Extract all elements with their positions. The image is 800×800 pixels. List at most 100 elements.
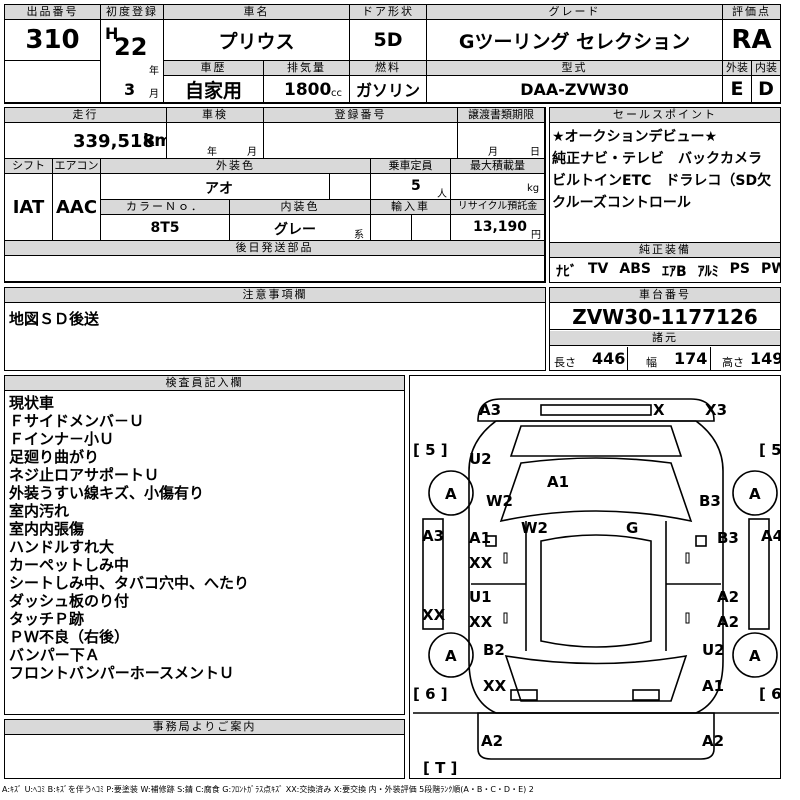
displacement-label: 排気量 — [264, 61, 350, 76]
genuine-items: ﾅﾋﾞ TV ABS ｴｱB ｱﾙﾐ PS PW — [556, 261, 780, 281]
inspector-line: 外装うすい線キズ、小傷有り — [9, 484, 205, 502]
mark-u2-right: U2 — [702, 641, 725, 659]
mark-bracket-t: [ T ] — [423, 759, 457, 777]
notes-label: 注意事項欄 — [5, 288, 545, 303]
legend: A:ｷｽﾞ U:ﾍｺﾐ B:ｷｽﾞを伴うﾍｺﾐ P:要塗装 W:補修跡 S:錆 … — [2, 785, 534, 794]
recycle-label: リサイクル預託金 — [451, 200, 545, 215]
cabin-outline — [499, 457, 693, 523]
office-box: 事務局よりご案内 — [4, 719, 405, 779]
mark-a1-door-fl: A1 — [469, 529, 491, 547]
mark-a4-right: A4 — [761, 527, 781, 545]
import-box — [371, 215, 451, 241]
grille — [540, 404, 652, 416]
name-label: 車名 — [164, 5, 350, 20]
genuine-item: TV — [588, 261, 609, 277]
inspector-line: ネジ止ロアサポートＵ — [9, 466, 160, 484]
mark-bracket5-left: [ 5 ] — [413, 441, 448, 459]
mark-a2-door-rr: A2 — [717, 588, 739, 606]
specs-label: 諸元 — [550, 331, 780, 346]
transfer-label: 譲渡書類期限 — [458, 108, 545, 123]
sales-points: ★オークションデビュー★ 純正ナビ・テレビ バックカメラ ビルトインETC ドラ… — [552, 126, 771, 214]
tire-fl-circle — [428, 470, 474, 516]
mark-x-top: X — [653, 401, 665, 419]
rear-bumper-outline — [477, 712, 715, 760]
genuine-item: ABS — [619, 261, 651, 277]
sales-box: セールスポイント ★オークションデビュー★ 純正ナビ・テレビ バックカメラ ビル… — [549, 107, 781, 283]
inspector-line: 室内内張傷 — [9, 520, 85, 538]
capacity-unit: 人 — [437, 189, 447, 200]
width-value: 174 — [674, 349, 708, 368]
length-value: 446 — [592, 349, 626, 368]
car-diagram: A3 X X3 [ 5 ] [ 5 ] U2 A1 A A W2 B3 W2 G… — [409, 375, 781, 779]
mileage-label: 走行 — [5, 108, 167, 123]
chassis-box: 車台番号 ZVW30-1177126 諸元 長さ 446 幅 174 高さ 14… — [549, 287, 781, 371]
displacement-box: 1800 cc — [264, 76, 350, 103]
mileage-box: 339,518 km — [5, 123, 167, 159]
mark-xx-door-rl: XX — [469, 613, 493, 631]
ext-color-extra — [330, 174, 371, 200]
int-color-box: グレー 系 — [230, 215, 371, 241]
inspector-label: 検査員記入欄 — [5, 376, 404, 391]
height-label: 高さ — [722, 356, 744, 369]
right-side-panel — [748, 518, 770, 630]
inspector-line: ＰＷ不良（右後） — [9, 628, 130, 646]
genuine-label: 純正装備 — [550, 242, 780, 258]
notes-text: 地図ＳＤ後送 — [9, 310, 100, 328]
sales-point: ビルトインETC ドラレコ（SD欠 — [552, 173, 772, 189]
left-side-panel — [422, 518, 444, 630]
inspector-line: Ｆインナ－小Ｕ — [9, 430, 115, 448]
fuel-label: 燃料 — [350, 61, 427, 76]
mark-a1-hood: A1 — [547, 473, 569, 491]
model-value: DAA-ZVW30 — [427, 76, 723, 103]
mark-w2-center: W2 — [521, 519, 548, 537]
mileage-value: 339,518 — [73, 131, 155, 152]
color-no-value: 8T5 — [101, 215, 230, 241]
grade-value: Gツーリング セレクション — [427, 20, 723, 61]
transfer-box: 月 日 — [458, 123, 545, 159]
office-label: 事務局よりご案内 — [5, 720, 404, 735]
reg-number-label: 登録番号 — [264, 108, 458, 123]
rear-light-right — [632, 689, 660, 701]
inspector-box: 検査員記入欄 現状車 Ｆサイドメンバ－Ｕ Ｆインナ－小Ｕ 足廻り曲がり ネジ止ロ… — [4, 375, 405, 715]
era-value: H — [105, 24, 119, 43]
inspector-lines: 現状車 Ｆサイドメンバ－Ｕ Ｆインナ－小Ｕ 足廻り曲がり ネジ止ロアサポートＵ … — [9, 394, 249, 682]
inspector-line: フロントバンパーホースメントＵ — [9, 664, 235, 682]
tire-rr-circle — [732, 632, 778, 678]
mark-bracket6-right: [ 6 ] — [759, 685, 781, 703]
chassis-label: 車台番号 — [550, 288, 780, 303]
payload-label: 最大積載量 — [451, 159, 545, 174]
sales-point: ★オークションデビュー★ — [552, 129, 718, 145]
month-unit: 月 — [149, 89, 159, 100]
width-label: 幅 — [646, 356, 657, 369]
mark-tire-fl: A — [445, 485, 457, 503]
roof-outline — [540, 534, 652, 648]
mark-a2-bl: A2 — [481, 732, 503, 750]
lot-value: 310 — [5, 20, 101, 61]
body-outline — [468, 420, 724, 714]
exterior-value: E — [723, 76, 752, 103]
transfer-month-unit: 月 — [488, 147, 498, 158]
int-color-value: グレー — [274, 222, 316, 238]
transfer-day-unit: 日 — [530, 147, 540, 158]
shift-label: シフト — [5, 159, 53, 174]
first-reg-label: 初度登録 — [101, 5, 164, 20]
inspector-line: 室内汚れ — [9, 502, 70, 520]
color-no-label: カラーＮｏ． — [101, 200, 230, 215]
mark-tire-rl: A — [445, 647, 457, 665]
mark-tire-fr: A — [749, 485, 761, 503]
recycle-unit: 円 — [531, 230, 541, 241]
ext-color-value: アオ — [205, 181, 233, 197]
sales-point: 純正ナビ・テレビ バックカメラ — [552, 151, 762, 167]
payload-box: kg — [451, 174, 545, 200]
inspector-line: ダッシュ板のり付 — [9, 592, 130, 610]
year-value: 22 — [114, 33, 148, 61]
detail-grid — [4, 107, 546, 283]
sales-label: セールスポイント — [550, 108, 780, 123]
length-label: 長さ — [554, 356, 576, 369]
sales-point: クルーズコントロール — [552, 195, 691, 211]
mark-x3-top: X3 — [705, 401, 727, 419]
grade-label: グレード — [427, 5, 723, 20]
genuine-item: PW — [761, 261, 780, 277]
genuine-item: ｴｱB — [661, 264, 687, 280]
history-value: 自家用 — [164, 76, 264, 103]
